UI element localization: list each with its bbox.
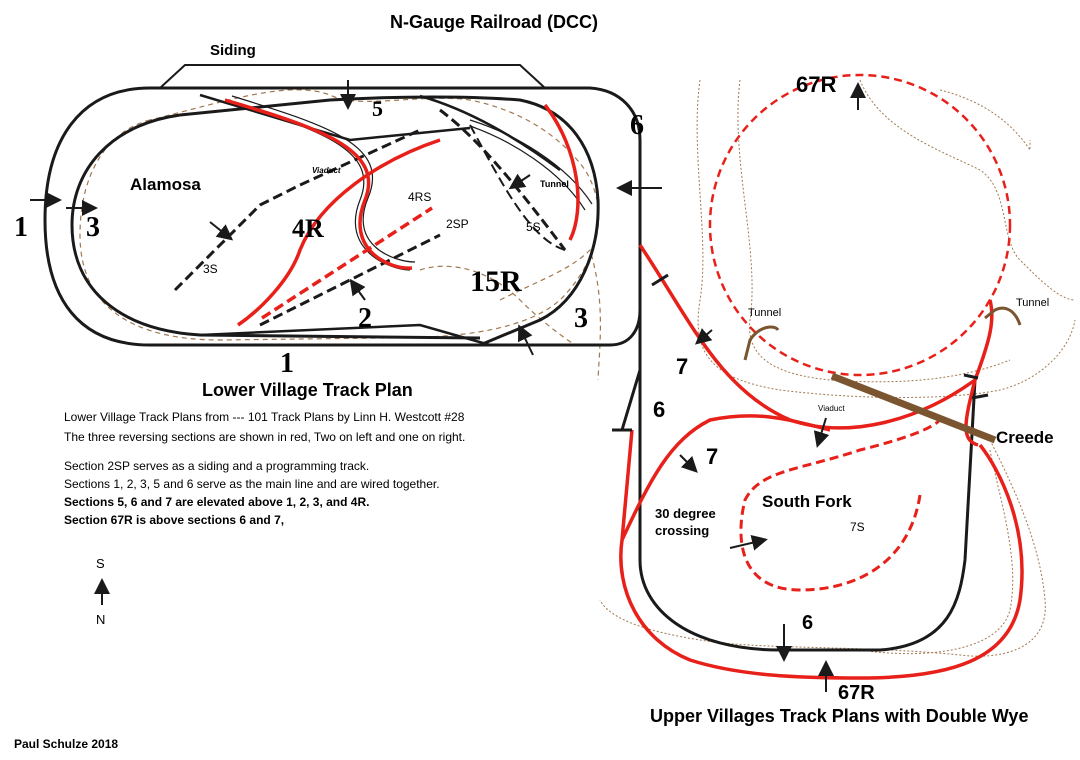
- siding-7s: [739, 418, 942, 592]
- siding-outline: [159, 64, 546, 89]
- direction-arrows: [30, 80, 866, 692]
- diagram-title: N-Gauge Railroad (DCC): [390, 12, 599, 32]
- lower-tunnel-label: Tunnel: [540, 179, 569, 189]
- siding-2sp: [259, 233, 441, 327]
- section-7s: 7S: [850, 520, 865, 534]
- section-6-mid: 6: [653, 397, 666, 422]
- section-gaps: [612, 273, 989, 432]
- tunnel-right-portal: [984, 306, 1022, 326]
- note-2: The three reversing sections are shown i…: [64, 430, 466, 444]
- reversing-7-lower: [620, 414, 831, 541]
- crossover-top: [199, 93, 471, 142]
- contour-upper-3: [859, 79, 1076, 301]
- section-67r-top: 67R: [796, 72, 837, 97]
- arrow-crossing: [729, 534, 768, 551]
- loop-67r: [708, 73, 1012, 377]
- author: Paul Schulze 2018: [14, 737, 118, 751]
- section-3s: 3S: [203, 262, 218, 276]
- note-6: Section 67R is above sections 6 and 7,: [64, 513, 285, 527]
- reversing-15r: [224, 98, 413, 270]
- contour-upper-4: [939, 89, 1031, 152]
- terrain-contours-upper: [599, 79, 1076, 657]
- note-3: Section 2SP serves as a siding and a pro…: [64, 459, 370, 473]
- arrow-7-upper: [694, 328, 713, 345]
- contour-upper-5: [599, 439, 1046, 657]
- upper-heading: Upper Villages Track Plans with Double W…: [650, 706, 1029, 726]
- crossover-right: [419, 94, 561, 172]
- reversing-right: [543, 103, 580, 241]
- section-1-bottom: 1: [280, 348, 294, 379]
- section-67r-bottom: 67R: [838, 682, 875, 704]
- section-3-left: 3: [86, 212, 100, 243]
- contour-upper-6: [859, 449, 1014, 655]
- inner-oval: [70, 113, 481, 340]
- section-5s: 5S: [526, 220, 541, 234]
- town-creede: Creede: [996, 428, 1054, 447]
- town-south-fork: South Fork: [762, 492, 852, 511]
- bottom-cross: [199, 323, 491, 347]
- contour-lower-inner: [419, 265, 576, 346]
- compass-n: N: [96, 612, 106, 627]
- note-1: Lower Village Track Plans from --- 101 T…: [64, 410, 465, 424]
- crossing-label-2: crossing: [655, 523, 710, 538]
- section-5: 5: [372, 96, 383, 121]
- arrow-2: [349, 278, 366, 301]
- outer-oval: [43, 86, 642, 347]
- section-6-bottom: 6: [802, 612, 814, 634]
- contour-upper-1: [696, 79, 1076, 398]
- compass-s: S: [96, 556, 105, 571]
- section-7-upper: 7: [676, 354, 689, 379]
- reversing-outer-67r: [619, 443, 1024, 680]
- crossing-label-1: 30 degree: [655, 506, 716, 521]
- lower-heading: Lower Village Track Plan: [202, 380, 413, 400]
- lower-main-line: [43, 64, 642, 347]
- town-alamosa: Alamosa: [130, 175, 201, 194]
- reversing-4rs: [261, 206, 433, 320]
- tunnel-left-portal: [743, 325, 780, 361]
- upper-viaduct-bridge: [830, 372, 997, 444]
- lower-viaduct-label: Viaduct: [312, 166, 341, 175]
- note-4: Sections 1, 2, 3, 5 and 6 serve as the m…: [64, 477, 440, 491]
- section-7-lower: 7: [706, 444, 719, 469]
- section-1-left: 1: [14, 212, 28, 243]
- siding-5s: [439, 108, 567, 251]
- arrow-7-lower: [679, 454, 698, 473]
- section-3-right: 3: [574, 303, 588, 334]
- tunnel-right-label: Tunnel: [1016, 297, 1050, 309]
- section-15r: 15R: [470, 265, 522, 298]
- inner-top: [179, 95, 600, 347]
- lower-viaduct: [224, 95, 593, 271]
- siding-5s-b: [469, 124, 566, 251]
- section-6-top: 6: [630, 110, 644, 141]
- arrow-3-right: [517, 324, 534, 356]
- contour-lower-outer: [79, 89, 600, 341]
- reversing-4r: [237, 138, 441, 327]
- arrow-3s: [209, 221, 234, 241]
- note-5: Sections 5, 6 and 7 are elevated above 1…: [64, 495, 370, 509]
- section-2: 2: [358, 303, 372, 334]
- section-2sp: 2SP: [446, 217, 469, 231]
- siding-label: Siding: [210, 42, 256, 59]
- reversing-7-upper: [638, 244, 994, 430]
- upper-black-crossing: [620, 369, 642, 431]
- lower-reversing: [224, 98, 580, 327]
- arrow-5s: [508, 173, 531, 190]
- contour-upper-2: [737, 79, 1011, 383]
- section-4r: 4R: [292, 214, 324, 243]
- arrow-viaduct-down: [813, 417, 830, 448]
- tunnel-left-label: Tunnel: [748, 307, 782, 319]
- crossing-red: [620, 429, 634, 541]
- section-4rs: 4RS: [408, 190, 432, 204]
- upper-viaduct-label: Viaduct: [818, 404, 845, 413]
- author-year: 2018: [91, 737, 119, 751]
- author-name: Paul Schulze: [14, 737, 89, 751]
